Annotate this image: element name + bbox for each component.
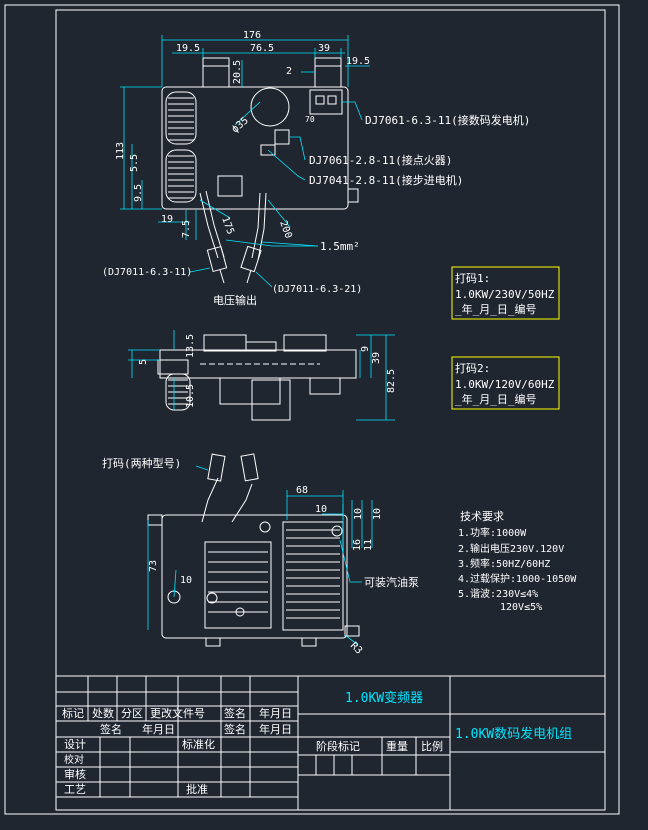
tech-title: 技术要求 (460, 510, 504, 523)
bottom-view-dim-lines (147, 465, 373, 646)
tech-item-2: 2.输出电压230V.120V (458, 542, 564, 555)
part-name: 1.0KW变频器 (345, 690, 423, 706)
dim-9-5: 9.5 (133, 184, 144, 202)
tb-sheji: 设计 (64, 738, 86, 751)
dim-19-5-left: 19.5 (176, 43, 200, 54)
dim-11: 11 (363, 539, 374, 551)
top-view (161, 57, 359, 284)
tech-requirements: 技术要求 1.功率:1000W 2.输出电压230V.120V 3.频率:50H… (458, 510, 577, 613)
tb-bili: 比例 (421, 739, 443, 753)
top-view-dim-lines (120, 35, 370, 288)
title-block-names: 1.0KW变频器 1.0KW数码发电机组 (345, 690, 572, 742)
bottom-view (147, 453, 360, 647)
stamp-box-2: 打码2: 1.0KW/120V/60HZ _年_月_日_编号 (451, 356, 560, 410)
title-block (55, 675, 606, 811)
callout-fuel-pump: 可装汽油泵 (364, 575, 419, 589)
callout-voltage-output: 电压输出 (213, 293, 257, 307)
tb-row-qianming2: 签名 (224, 722, 246, 736)
dim-r3: R3 (348, 640, 364, 656)
side-view-dim-text: 13.5 5 10.5 9 39 82.5 (138, 334, 397, 408)
dim-19-5-right: 19.5 (346, 56, 370, 67)
assembly-name: 1.0KW数码发电机组 (455, 726, 572, 742)
tb-gongyi: 工艺 (64, 783, 86, 796)
callout-generator: DJ7061-6.3-11(接数码发电机) (365, 113, 530, 127)
tb-nianyueri: 年月日 (259, 706, 292, 720)
dim-phi-35: ϕ35 (230, 115, 251, 135)
tech-item-5: 5.谐波:230V≤4% (458, 587, 538, 600)
dim-39-side: 39 (371, 352, 382, 364)
callout-stepper: DJ7041-2.8-11(接步进电机) (309, 173, 463, 187)
dim-2: 2 (286, 66, 292, 77)
dim-5-5: 5.5 (129, 154, 140, 172)
stamp1-line1: 打码1: (455, 271, 490, 285)
dim-200: 200 (277, 219, 294, 240)
callout-marking: 打码(两种型号) (102, 456, 181, 470)
tb-qianming: 签名 (224, 706, 246, 720)
dim-10-5: 10.5 (185, 384, 196, 408)
dim-10-far: 10 (372, 508, 383, 520)
dim-13-5: 13.5 (185, 334, 196, 358)
dim-176: 176 (243, 30, 261, 41)
tb-pizhun: 批准 (186, 782, 208, 796)
dim-39: 39 (318, 43, 330, 54)
tech-item-6: 120V≤5% (500, 602, 542, 613)
tb-fenqu: 分区 (121, 707, 143, 720)
tb-shenhe: 审核 (64, 767, 86, 781)
bottom-view-dim-text: 68 10 10 10 16 11 73 10 R3 (148, 485, 383, 657)
bottom-view-callouts: 打码(两种型号) 可装汽油泵 (102, 456, 419, 589)
tb-row-nianyueri: 年月日 (142, 722, 175, 736)
tb-gengai: 更改文件号 (150, 706, 205, 720)
dim-7-5: 7.5 (181, 220, 192, 238)
tech-item-4: 4.过载保护:1000-1050W (458, 572, 577, 585)
stamp2-line2: 1.0KW/120V/60HZ (455, 378, 555, 391)
dim-10-right: 10 (353, 508, 364, 520)
tb-biaozhunhua: 标准化 (182, 737, 215, 751)
dim-10-left: 10 (180, 575, 192, 586)
tech-item-3: 3.频率:50HZ/60HZ (458, 557, 550, 570)
dim-113: 113 (115, 142, 126, 160)
dim-16: 16 (352, 539, 363, 551)
coil-upper (165, 91, 197, 145)
top-view-callouts: DJ7061-6.3-11(接数码发电机) DJ7061-2.8-11(接点火器… (102, 113, 530, 307)
title-block-text: 标记 处数 分区 更改文件号 签名 年月日 签名 年月日 签名 年月日 设计 标… (62, 706, 443, 796)
dim-73: 73 (148, 560, 159, 572)
top-view-dim-text: 176 19.5 76.5 39 19.5 20.5 2 113 5.5 9.5… (115, 30, 370, 240)
dim-82-5: 82.5 (386, 369, 397, 393)
dim-20-5: 20.5 (232, 60, 243, 84)
stamp2-line3: _年_月_日_编号 (455, 392, 537, 406)
side-view-dim-lines (128, 330, 395, 421)
callout-terminal-left: (DJ7011-6.3-11) (102, 267, 192, 278)
tb-jieduan: 阶段标记 (316, 739, 360, 753)
side-view (157, 334, 357, 421)
stamp-box-1: 打码1: 1.0KW/230V/50HZ _年_月_日_编号 (451, 266, 560, 320)
dim-175: 175 (219, 215, 236, 236)
dim-9: 9 (360, 346, 371, 352)
dim-5: 5 (138, 359, 149, 365)
dim-76-5: 76.5 (250, 43, 274, 54)
tb-jiaodui: 校对 (64, 753, 84, 766)
stamp1-line3: _年_月_日_编号 (455, 302, 537, 316)
stamp2-line1: 打码2: (455, 361, 490, 375)
callout-wire-gauge: 1.5mm² (320, 240, 360, 253)
tb-biaoji: 标记 (62, 706, 84, 720)
tb-row-nianyueri2: 年月日 (259, 722, 292, 736)
tech-item-1: 1.功率:1000W (458, 526, 527, 539)
stamp1-line2: 1.0KW/230V/50HZ (455, 288, 555, 301)
callout-terminal-right: (DJ7011-6.3-21) (272, 284, 362, 295)
dim-68: 68 (296, 485, 308, 496)
tb-chushu: 处数 (92, 707, 114, 720)
tb-row-qianming: 签名 (100, 722, 122, 736)
dim-70: 70 (305, 115, 315, 124)
tb-zhongliang: 重量 (386, 739, 408, 753)
dim-19: 19 (161, 214, 173, 225)
callout-igniter: DJ7061-2.8-11(接点火器) (309, 154, 452, 167)
dim-10-top: 10 (315, 504, 327, 515)
coil-lower (165, 149, 197, 203)
